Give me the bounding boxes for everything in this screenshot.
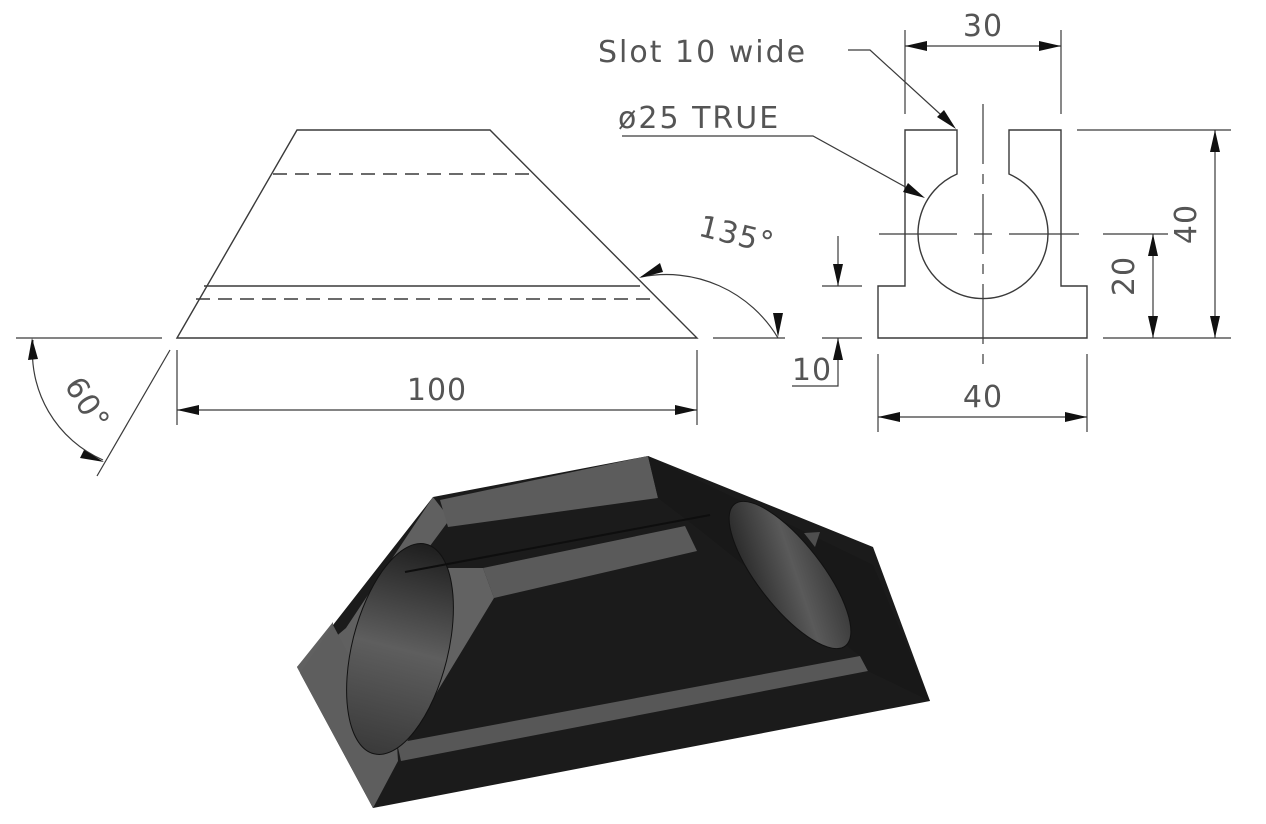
arrow-40-left-icon bbox=[878, 412, 900, 422]
base-height-label: 10 bbox=[792, 353, 832, 388]
base-width-label: 40 bbox=[963, 380, 1003, 415]
iso-right-notch bbox=[804, 532, 820, 547]
arrow-135-right-icon bbox=[773, 313, 783, 337]
arrow-60-bottom-icon bbox=[80, 450, 104, 462]
arrow-60-top-icon bbox=[28, 338, 38, 360]
iso-base-stripe bbox=[397, 656, 868, 761]
center-height-label: 20 bbox=[1107, 256, 1142, 296]
top-width-label: 30 bbox=[963, 9, 1003, 44]
arrow-40-right-icon bbox=[1065, 412, 1087, 422]
front-view-outline bbox=[175, 129, 699, 339]
iso-top-face bbox=[440, 456, 658, 527]
side-view-outline bbox=[877, 129, 1088, 339]
arrow-135-left-icon bbox=[639, 263, 663, 278]
arrow-slot-icon bbox=[937, 110, 956, 129]
total-height-label: 40 bbox=[1169, 204, 1204, 244]
iso-left-bore bbox=[346, 543, 454, 755]
arrow-30-right-icon bbox=[1039, 41, 1061, 51]
arrow-h40-bottom-icon bbox=[1210, 316, 1220, 338]
arrow-30-left-icon bbox=[905, 41, 927, 51]
isometric-3d-view bbox=[297, 456, 930, 808]
slot-leader-line bbox=[848, 49, 952, 125]
hole-note: ø25 TRUE bbox=[618, 101, 780, 136]
width-dimension-label: 100 bbox=[407, 373, 467, 408]
iso-right-bore bbox=[728, 500, 852, 650]
arrow-h20-bottom-icon bbox=[1148, 316, 1158, 338]
iso-slot-face bbox=[483, 526, 697, 598]
slot-note: Slot 10 wide bbox=[598, 35, 807, 70]
hole-leader-line bbox=[622, 135, 921, 196]
arrow-h20-top-icon bbox=[1148, 234, 1158, 256]
arrow-h10-top-icon bbox=[833, 264, 843, 286]
angle-135-label: 135° bbox=[695, 209, 777, 261]
angle-60-extension bbox=[96, 349, 171, 477]
arrow-h10-bottom-icon bbox=[833, 338, 843, 360]
arrow-right-icon bbox=[675, 405, 697, 415]
arrow-left-icon bbox=[177, 405, 199, 415]
angle-60-label: 60° bbox=[57, 371, 116, 437]
iso-slot-edge bbox=[404, 514, 711, 573]
side-view: 30 40 40 20 10 Slot 10 wide ø25 TRUE bbox=[598, 9, 1231, 432]
front-view: 100 60° 135° bbox=[16, 129, 785, 477]
arrow-hole-icon bbox=[903, 183, 925, 198]
angle-135-arc bbox=[640, 273, 779, 339]
arrow-h40-top-icon bbox=[1210, 130, 1220, 152]
